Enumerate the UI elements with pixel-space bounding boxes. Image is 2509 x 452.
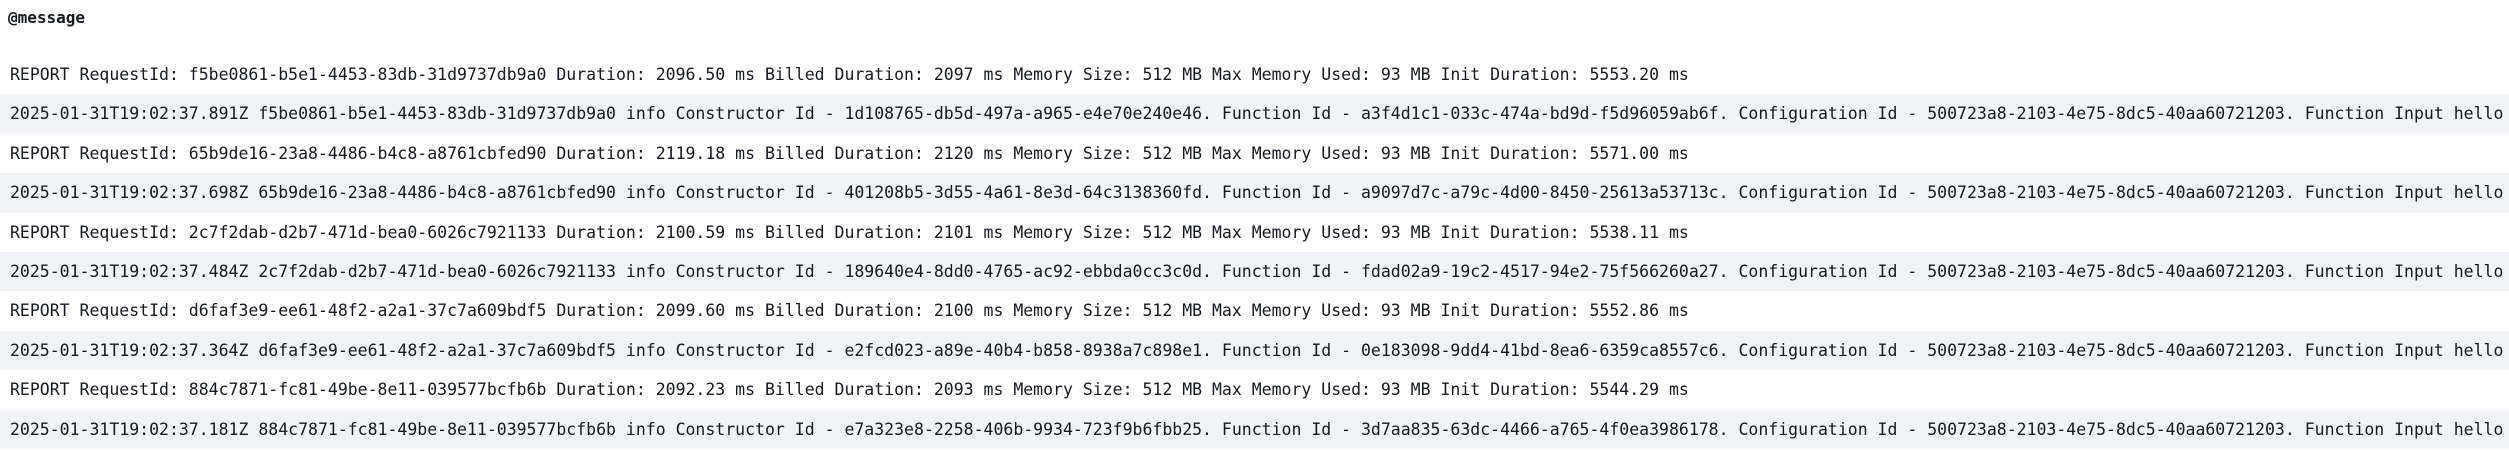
log-rows: REPORT RequestId: f5be0861-b5e1-4453-83d… <box>0 55 2509 449</box>
log-row[interactable]: 2025-01-31T19:02:37.891Z f5be0861-b5e1-4… <box>0 94 2509 134</box>
log-row[interactable]: 2025-01-31T19:02:37.364Z d6faf3e9-ee61-4… <box>0 330 2509 371</box>
log-row[interactable]: REPORT RequestId: 884c7871-fc81-49be-8e1… <box>10 380 1689 400</box>
log-row[interactable]: 2025-01-31T19:02:37.698Z 65b9de16-23a8-4… <box>0 173 2509 213</box>
message-column-header[interactable]: @message <box>8 8 86 27</box>
log-row[interactable]: REPORT RequestId: 65b9de16-23a8-4486-b4c… <box>10 143 1689 163</box>
log-row[interactable]: REPORT RequestId: 2c7f2dab-d2b7-471d-bea… <box>10 222 1689 242</box>
log-row[interactable]: 2025-01-31T19:02:37.484Z 2c7f2dab-d2b7-4… <box>0 251 2509 292</box>
log-row[interactable]: REPORT RequestId: d6faf3e9-ee61-48f2-a2a… <box>10 301 1689 321</box>
log-row[interactable]: REPORT RequestId: f5be0861-b5e1-4453-83d… <box>10 65 1689 84</box>
log-row[interactable]: 2025-01-31T19:02:37.181Z 884c7871-fc81-4… <box>0 409 2509 449</box>
